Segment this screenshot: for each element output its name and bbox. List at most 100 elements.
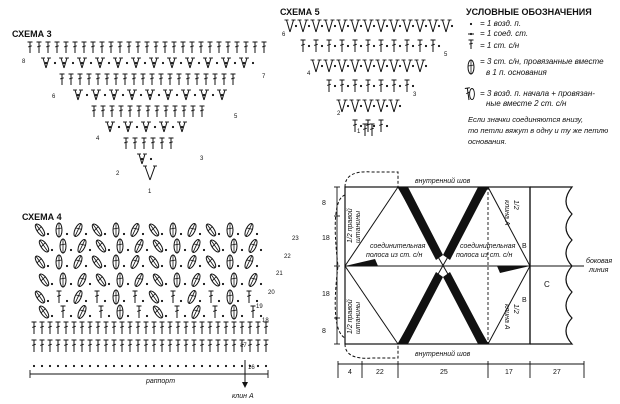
dc-stitch-icon [59,73,65,85]
cluster-stitch-icon [34,223,46,237]
cluster-stitch-icon [91,223,103,237]
cluster-stitch-icon [134,239,144,253]
dc-stitch-icon [352,79,358,92]
dc-stitch-icon [111,339,117,352]
dc-stitch-icon [117,41,123,53]
cluster-stitch-icon [230,238,238,254]
chain-stitch-icon [46,299,50,303]
chain-stitch-icon [236,264,240,268]
chain-stitch-icon [242,61,246,65]
dc-stitch-icon [175,321,181,334]
v-stitch-icon [127,89,137,101]
chain-stitch-icon [141,232,145,236]
dc-stitch-icon [159,339,165,352]
dc-stitch-icon [113,73,119,85]
chain-stitch-icon [211,93,215,97]
chain-stitch-icon [411,44,415,48]
chain-stitch-icon [437,24,441,28]
chain-stitch-icon [307,24,311,28]
cluster-stitch-icon [112,254,120,270]
chain-stitch-icon [208,364,212,368]
chain-stitch-icon [136,364,140,368]
dc-stitch-icon [94,290,100,303]
chain-stitch-icon [359,24,363,28]
chain-stitch-icon [69,314,73,318]
row-number-3: 3 [413,92,417,98]
v-stitch-icon [137,153,147,165]
cluster-stitch-icon [191,273,201,287]
row-number-17: 17 [240,343,247,349]
strip-right-line2: полоса из ст. с/н [456,252,512,259]
v-stitch-icon [181,89,191,101]
v-stitch-icon [388,99,400,113]
cluster-stitch-icon [191,239,201,253]
chain-stitch-icon [240,364,244,368]
dc-stitch-icon [300,39,306,52]
chain-stitch-icon [372,124,376,128]
dc-stitch-icon [87,339,93,352]
bottom-dim-2: 25 [440,369,448,376]
chain-stitch-icon [215,61,219,65]
chain-stitch-icon [179,232,183,236]
dc-stitch-icon [91,105,97,117]
legend: УСЛОВНЫЕ ОБОЗНАЧЕНИЯ= 1 возд. п.= 1 соед… [464,7,609,146]
dc-stitch-icon [127,105,133,117]
dc-stitch-icon [132,290,138,303]
dc-stitch-icon [55,321,61,334]
seam-curve [344,171,399,188]
chain-stitch-icon [221,314,225,318]
legend-item-6: ные вместе 2 ст. с/н [486,99,567,108]
dc-stitch-icon [247,339,253,352]
chain-stitch-icon [144,364,148,368]
dc-stitch-icon [190,105,196,117]
dc-stitch-icon [339,39,345,52]
half-leg-bot-1: 1/2 правой [346,299,354,334]
chain-stitch-icon [80,364,84,368]
cluster-stitch-icon [59,272,67,288]
cluster-stitch-icon [209,273,221,287]
chain-stitch-icon [320,24,324,28]
cluster-stitch-icon [77,273,87,287]
chain-stitch-icon [117,125,121,129]
legend-item-1: = 1 соед. ст. [480,29,528,38]
row-number-3: 3 [200,156,204,162]
dc-stitch-icon [95,339,101,352]
dc-stitch-icon [261,41,267,53]
chain-stitch-icon [126,314,130,318]
chain-stitch-icon [164,314,168,318]
wedge-bot-1: 1/2 [512,304,519,314]
dark-wedge [497,266,530,273]
chain-stitch-icon [398,104,402,108]
chain-stitch-icon [202,248,206,252]
chain-stitch-icon [359,124,363,128]
chain-stitch-icon [144,125,148,129]
dc-stitch-icon [71,339,77,352]
chain-stitch-icon [65,264,69,268]
row-number-2: 2 [116,171,120,177]
cluster-stitch-icon [230,304,238,320]
cluster-stitch-icon [248,239,258,253]
chain-stitch-icon [224,364,228,368]
dc-stitch-icon [39,339,45,352]
chain-stitch-icon [411,24,415,28]
chain-stitch-icon [107,314,111,318]
wedge-top-1: 1/2 [512,200,519,210]
dc-stitch-icon [391,79,397,92]
bottom-dim-4: 27 [553,369,561,376]
dc-stitch-icon [72,41,78,53]
chain-stitch-icon [141,264,145,268]
cluster-stitch-icon [130,223,140,237]
dc-stitch-icon [159,321,165,334]
v-stitch-icon [239,57,249,69]
dc-stitch-icon [175,339,181,352]
dc-stitch-icon [79,321,85,334]
cluster-stitch-icon [467,59,475,75]
legend-note-line: Если значки соединяются внизу, [468,115,583,124]
cluster-stitch-icon [187,290,197,304]
left-dim-1: 18 [322,235,330,242]
side-line-label1: боковая [586,257,612,265]
dc-stitch-icon [27,41,33,53]
dc-stitch-icon [90,41,96,53]
chain-stitch-icon [164,248,168,252]
